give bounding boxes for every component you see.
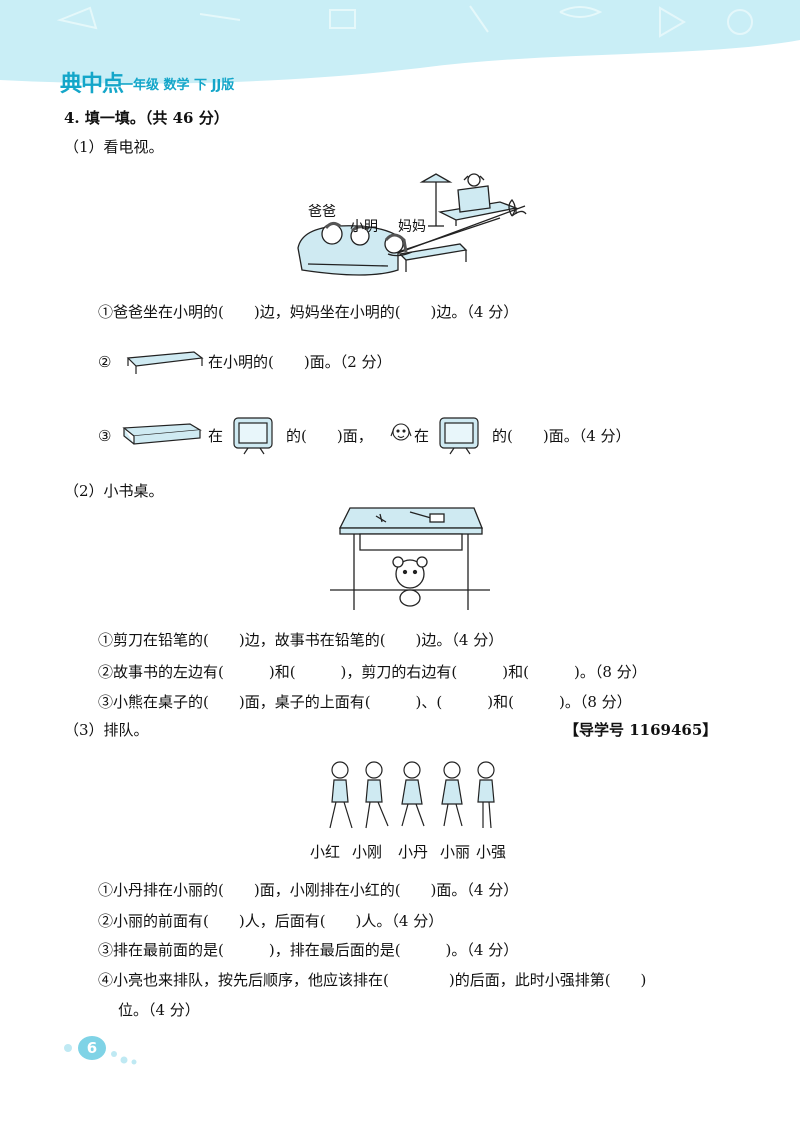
grade-label: 一年级 数学 下 JJ版 xyxy=(120,78,235,93)
queue-name: 小刚 xyxy=(352,843,383,861)
dog-icon xyxy=(390,423,412,441)
part3-question-1: ①小丹排在小丽的( )面，小刚排在小红的( )面。（4 分） xyxy=(98,881,519,899)
part3-question-2: ②小丽的前面有( )人，后面有( )人。（4 分） xyxy=(98,912,444,930)
label-father: 爸爸 xyxy=(308,204,336,220)
part1-question-3-a: 在 xyxy=(208,427,224,445)
queue-name: 小红 xyxy=(310,843,341,861)
tv-room-illustration: 爸爸 小明 妈妈 xyxy=(297,173,527,276)
guide-number: 【导学号 1169465】 xyxy=(564,721,718,739)
part1-question-2-number: ② xyxy=(98,353,112,371)
page-number-decoration xyxy=(64,1044,137,1065)
queue-name: 小丽 xyxy=(440,843,471,861)
header-band xyxy=(0,0,800,84)
queue-illustration xyxy=(329,761,495,829)
part1-title: （1）看电视。 xyxy=(64,138,164,156)
part2-question-1: ①剪刀在铅笔的( )边，故事书在铅笔的( )边。（4 分） xyxy=(98,631,504,649)
coffee-table-icon xyxy=(126,351,204,374)
question-title: 4. 填一填。（共 46 分） xyxy=(64,109,229,127)
part2-title: （2）小书桌。 xyxy=(64,482,164,500)
part2-question-3: ③小熊在桌子的( )面，桌子的上面有( )、( )和( )。（8 分） xyxy=(98,693,632,711)
part1-question-3-d: 的( )面。（4 分） xyxy=(492,427,631,445)
part1-question-1: ①爸爸坐在小明的( )边，妈妈坐在小明的( )边。（4 分） xyxy=(98,303,519,321)
queue-name: 小丹 xyxy=(398,843,429,861)
desk-illustration xyxy=(330,507,490,610)
queue-name: 小强 xyxy=(476,843,507,861)
part1-question-3-c: 在 xyxy=(414,427,430,445)
part2-question-2: ②故事书的左边有( )和( )，剪刀的右边有( )和( )。（8 分） xyxy=(98,663,647,681)
part3-question-4-cont: 位。（4 分） xyxy=(118,1001,200,1019)
part3-question-4: ④小亮也来排队，按先后顺序，他应该排在( )的后面，此时小强排第( ) xyxy=(98,971,647,989)
label-xiaoming: 小明 xyxy=(350,219,378,235)
tv-icon xyxy=(233,417,273,455)
part1-question-3-number: ③ xyxy=(98,427,112,445)
part1-question-2: 在小明的( )面。（2 分） xyxy=(208,353,392,371)
part1-question-3-b: 的( )面， xyxy=(286,427,373,445)
part3-question-3: ③排在最前面的是( )，排在最后面的是( )。（4 分） xyxy=(98,941,519,959)
brand-logo: 典中点 xyxy=(60,72,124,97)
part3-title: （3）排队。 xyxy=(64,721,149,739)
label-mother: 妈妈 xyxy=(398,219,426,235)
tv-stand-icon xyxy=(122,423,202,445)
page-number: 6 xyxy=(78,1036,106,1060)
tv-icon xyxy=(439,417,479,455)
